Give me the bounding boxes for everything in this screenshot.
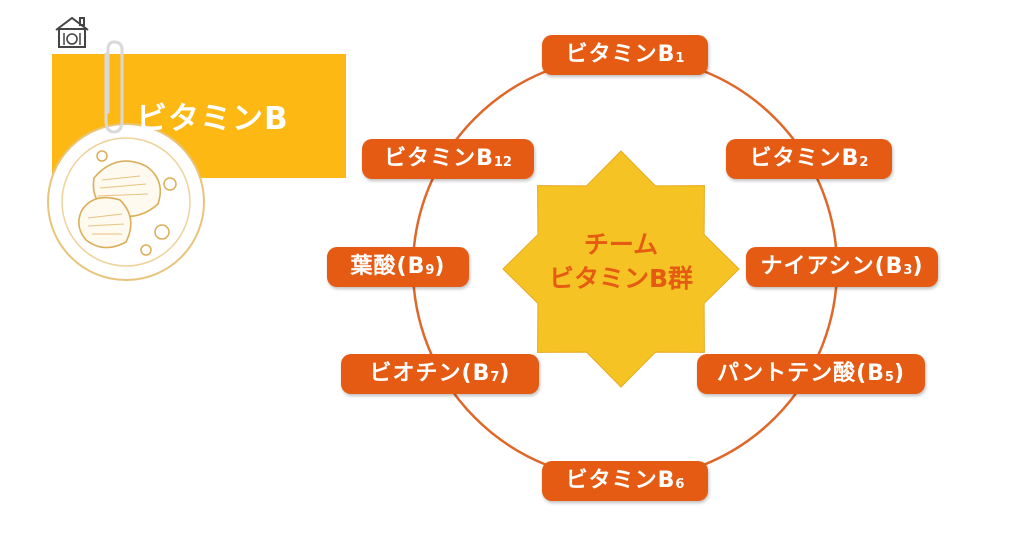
node-niacin-b3[interactable]: ナイアシン(B3)	[746, 247, 938, 287]
node-pantothenic-acid-b5[interactable]: パントテン酸(B5)	[697, 354, 925, 394]
center-label: チーム ビタミンB群	[500, 228, 742, 296]
node-label: ビオチン(B	[369, 361, 491, 386]
page-title: ビタミンB	[136, 101, 289, 137]
node-subscript: 12	[493, 155, 512, 170]
starburst-icon	[502, 150, 740, 388]
center-label-line2: ビタミンB群	[548, 264, 694, 293]
node-subscript: 5	[884, 370, 894, 385]
node-vitamin-b12[interactable]: ビタミンB12	[362, 139, 534, 179]
node-suffix: )	[499, 361, 511, 386]
paperclip-icon	[104, 40, 124, 134]
node-subscript: 2	[859, 155, 869, 170]
node-label: ビタミンB	[565, 42, 676, 67]
node-suffix: )	[912, 254, 924, 279]
node-folic-acid-b9[interactable]: 葉酸(B9)	[327, 247, 469, 287]
node-label: 葉酸(B	[350, 254, 426, 279]
node-label: ビタミンB	[565, 468, 676, 493]
node-label: パントテン酸(B	[716, 361, 885, 386]
node-vitamin-b1[interactable]: ビタミンB1	[542, 35, 708, 75]
node-vitamin-b6[interactable]: ビタミンB6	[542, 461, 708, 501]
node-biotin-b7[interactable]: ビオチン(B7)	[341, 354, 539, 394]
node-vitamin-b2[interactable]: ビタミンB2	[726, 139, 892, 179]
node-label: ナイアシン(B	[760, 254, 904, 279]
node-suffix: )	[893, 361, 906, 386]
node-suffix: )	[434, 254, 446, 279]
node-subscript: 9	[425, 263, 435, 278]
node-label: ビタミンB	[749, 146, 860, 171]
node-label: ビタミンB	[384, 146, 494, 171]
center-label-line1: チーム	[583, 230, 659, 259]
home-icon[interactable]	[52, 14, 92, 50]
plate-illustration-icon	[47, 123, 205, 281]
node-subscript: 1	[675, 51, 685, 66]
node-subscript: 7	[490, 370, 500, 385]
node-subscript: 6	[675, 477, 685, 492]
node-subscript: 3	[903, 263, 913, 278]
